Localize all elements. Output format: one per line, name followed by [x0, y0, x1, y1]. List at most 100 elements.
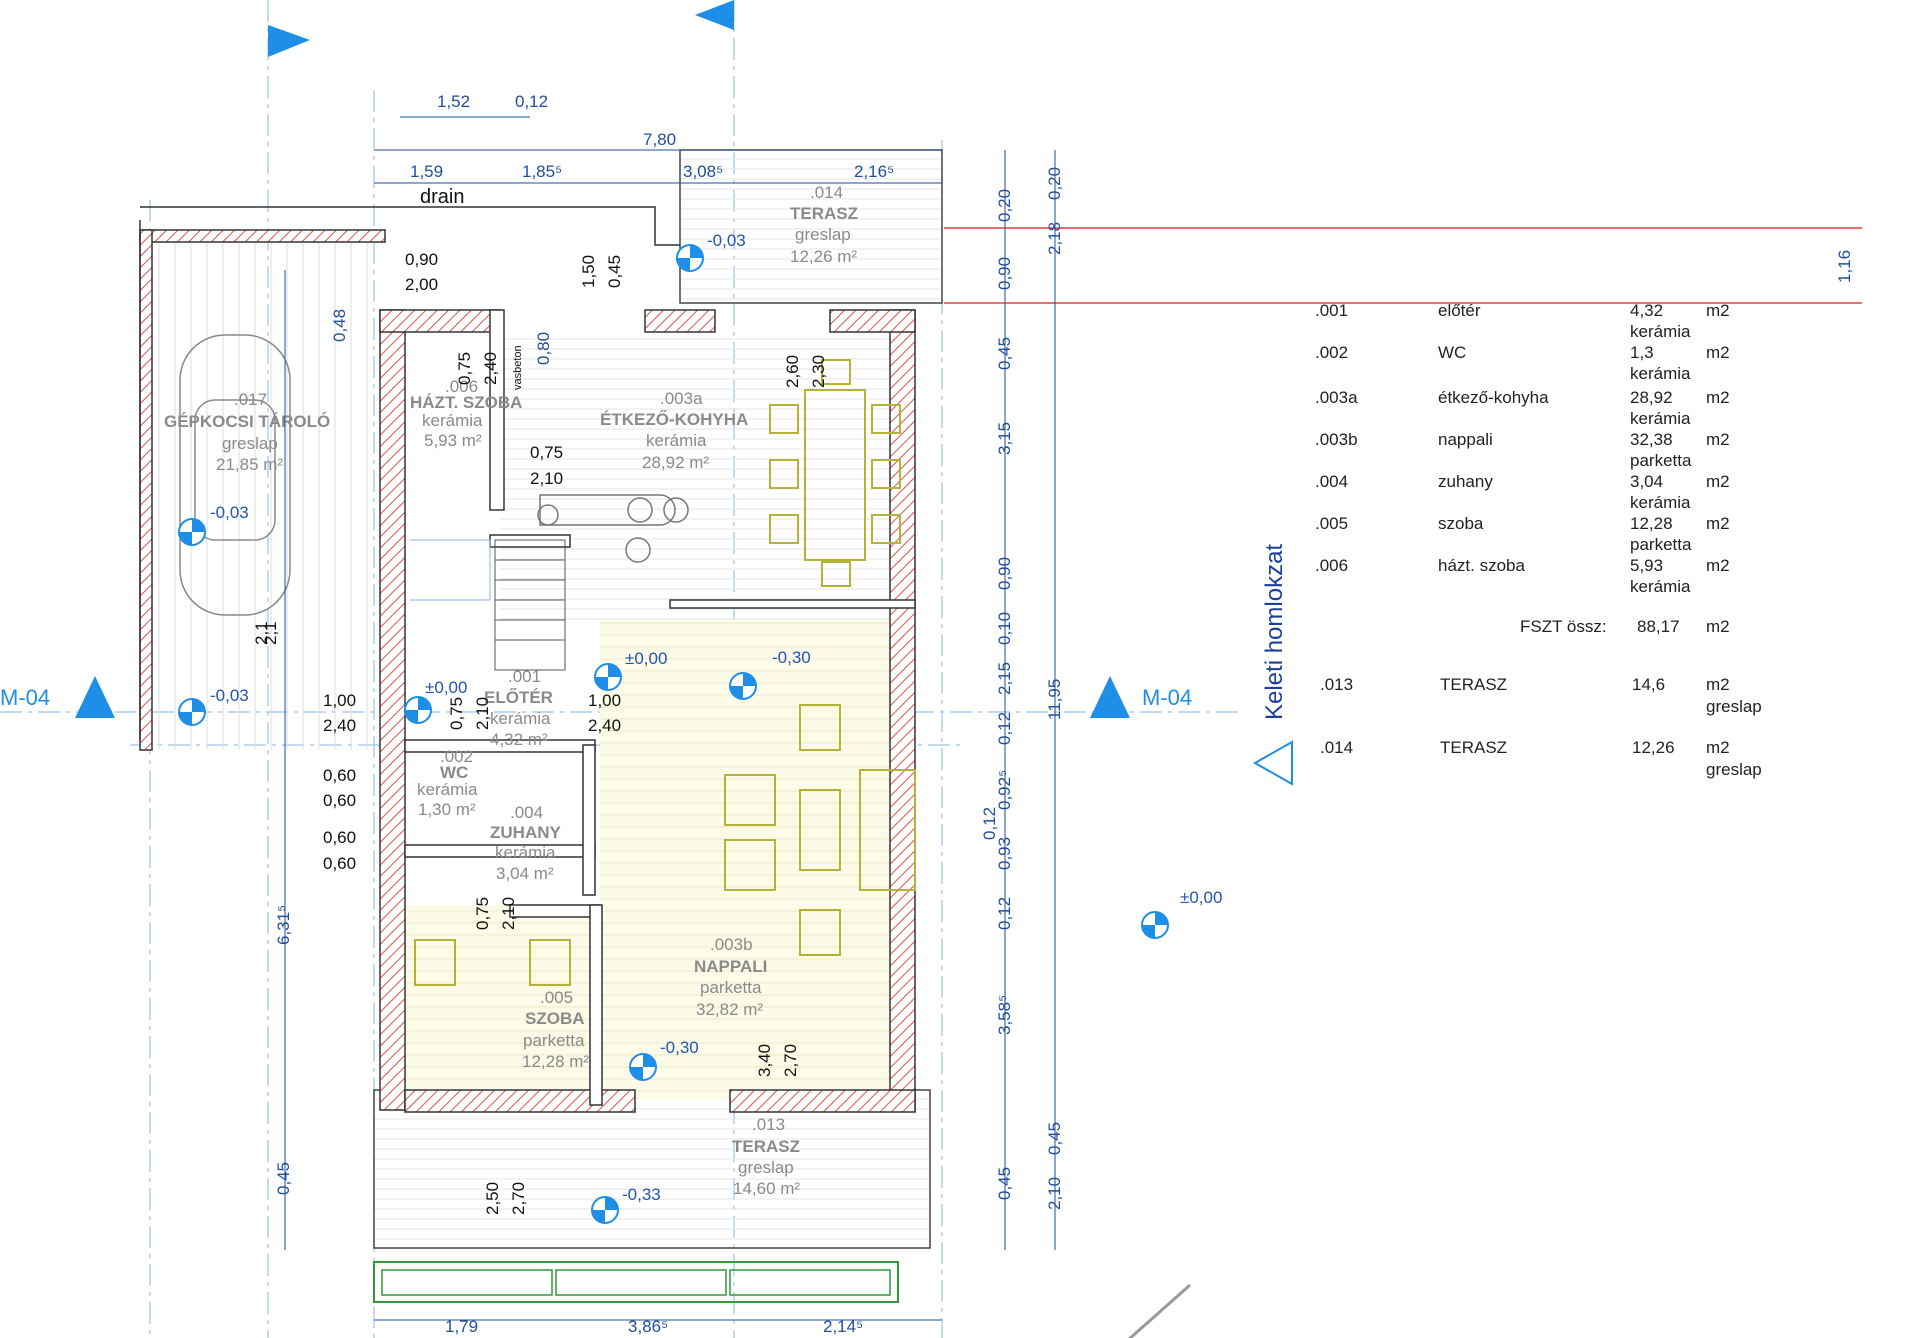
- room-area-003b: 32,82 m²: [696, 1000, 763, 1019]
- terrace-floor: greslap: [1706, 760, 1762, 779]
- mark-21: 2,70: [509, 1182, 528, 1215]
- room-name-003b: NAPPALI: [694, 957, 767, 976]
- terrace-013-floor: [373, 1089, 931, 1249]
- left-marks: 1,00 2,40 0,60 0,60 0,60 0,60: [323, 691, 356, 873]
- dim-right-14: 0,20: [1045, 167, 1064, 200]
- elevation-label: Keleti homlokzat: [1261, 544, 1288, 720]
- room-name-005: SZOBA: [525, 1009, 585, 1028]
- room-area-017: 21,85 m²: [216, 455, 283, 474]
- schedule-floor: kerámia: [1630, 577, 1691, 596]
- planter-inner: [555, 1269, 727, 1296]
- schedule-total-label: FSZT össz:: [1520, 617, 1607, 636]
- schedule-unit: m2: [1706, 388, 1730, 407]
- dim-right-4: 3,15: [995, 422, 1014, 455]
- mark-4: 0,45: [605, 255, 624, 288]
- schedule-area: 5,93: [1630, 556, 1663, 575]
- room-name-013: TERASZ: [732, 1137, 800, 1156]
- room-floor-003a: kerámia: [646, 431, 707, 450]
- room-area-004: 3,04 m²: [496, 864, 554, 883]
- schedule-total-unit: m2: [1706, 617, 1730, 636]
- vasbeton-label: vasbeton: [512, 345, 524, 390]
- mark-13: 2,40: [588, 716, 621, 735]
- garage-floor: [150, 230, 380, 750]
- dim-right-3: 0,45: [995, 337, 1014, 370]
- schedule-row: .003a étkező-kohyha 28,92 m2 kerámia: [1315, 388, 1730, 428]
- schedule-code: .004: [1315, 472, 1348, 491]
- dim-right-1: 0,20: [995, 189, 1014, 222]
- level-2: -0,03: [210, 503, 249, 522]
- mark-2: 2,00: [405, 275, 438, 294]
- mark-20: 2,50: [483, 1182, 502, 1215]
- room-floor-003b: parketta: [700, 978, 762, 997]
- car-outline: [179, 334, 291, 616]
- right-dimensions: 0,20 0,90 0,45 3,15 0,90 0,10 2,15 0,12 …: [980, 150, 1854, 1250]
- dining-set: [414, 359, 916, 986]
- section-arrow-icon: [268, 25, 310, 57]
- schedule-row: .005 szoba 12,28 m2 parketta: [1315, 514, 1730, 554]
- section-marker-right-icon: [1090, 676, 1130, 718]
- room-area-002: 1,30 m²: [418, 800, 476, 819]
- dim-bottom-1: 1,79: [445, 1317, 478, 1336]
- room-num-003b: .003b: [710, 935, 753, 954]
- room-name-002: WC: [440, 763, 468, 782]
- schedule-unit: m2: [1706, 343, 1730, 362]
- mark-left-5: 0,60: [323, 828, 356, 847]
- schedule-area: 32,38: [1630, 430, 1673, 449]
- section-marker-left-icon: [75, 676, 115, 718]
- mark-3: 1,50: [579, 255, 598, 288]
- terrace-row: .014 TERASZ 12,26 m2 greslap: [1320, 738, 1762, 779]
- level-8: -0,33: [622, 1185, 661, 1204]
- reference-lines: [944, 227, 1862, 304]
- room-floor-014: greslap: [795, 225, 851, 244]
- dim-top-4: 1,59: [410, 162, 443, 181]
- terrace-unit: m2: [1706, 738, 1730, 757]
- terrace-floor: greslap: [1706, 697, 1762, 716]
- schedule-unit: m2: [1706, 556, 1730, 575]
- schedule-name: nappali: [1438, 430, 1493, 449]
- top-dimensions: 1,52 0,12 7,80 1,59 1,85⁵ 3,08⁵ 2,16⁵ 1,…: [374, 92, 942, 1336]
- room-name-001: ELŐTÉR: [484, 688, 553, 707]
- area-schedule: .001 előtér 4,32 m2 kerámia .002 WC 1,3 …: [1315, 301, 1762, 779]
- terrace-area: 14,6: [1632, 675, 1665, 694]
- schedule-row: .001 előtér 4,32 m2 kerámia: [1315, 301, 1730, 341]
- room-num-004: .004: [510, 803, 543, 822]
- mark-19: 2,70: [781, 1044, 800, 1077]
- mark-9: 2,10: [530, 469, 563, 488]
- dim-left-1: 0,48: [330, 309, 349, 342]
- mark-14: 0,75: [447, 697, 466, 730]
- kitchen-floor: [500, 330, 910, 620]
- schedule-code: .003a: [1315, 388, 1358, 407]
- dim-right-9: 0,92⁵: [995, 770, 1014, 810]
- mark-18: 3,40: [755, 1044, 774, 1077]
- dim-top-6: 3,08⁵: [683, 162, 723, 181]
- room-num-003a: .003a: [660, 389, 703, 408]
- living-room-floor: [600, 620, 915, 1100]
- dim-top-3: 7,80: [643, 130, 676, 149]
- mark-15: 2,10: [473, 697, 492, 730]
- schedule-area: 3,04: [1630, 472, 1663, 491]
- dim-bottom-2: 3,86⁵: [628, 1317, 668, 1336]
- room-area-006: 5,93 m²: [424, 431, 482, 450]
- mark-6: 2,40: [481, 352, 500, 385]
- mark-left-1: 1,00: [323, 691, 356, 710]
- room-num-017: .017: [234, 390, 267, 409]
- schedule-name: WC: [1438, 343, 1466, 362]
- schedule-unit: m2: [1706, 430, 1730, 449]
- schedule-code: .003b: [1315, 430, 1358, 449]
- dim-top-7: 2,16⁵: [854, 162, 894, 181]
- schedule-floor: parketta: [1630, 451, 1692, 470]
- dim-top-1: 1,52: [437, 92, 470, 111]
- terrace-code: .013: [1320, 675, 1353, 694]
- schedule-code: .001: [1315, 301, 1348, 320]
- schedule-name: zuhany: [1438, 472, 1493, 491]
- schedule-area: 1,3: [1630, 343, 1654, 362]
- planter-inner: [381, 1269, 553, 1296]
- schedule-floor: kerámia: [1630, 409, 1691, 428]
- mark-10: 2,60: [783, 355, 802, 388]
- planter-inner: [729, 1269, 891, 1296]
- schedule-floor: kerámia: [1630, 493, 1691, 512]
- level-1: -0,03: [707, 231, 746, 250]
- terrace-row: .013 TERASZ 14,6 m2 greslap: [1320, 675, 1762, 716]
- dim-right-6: 0,10: [995, 612, 1014, 645]
